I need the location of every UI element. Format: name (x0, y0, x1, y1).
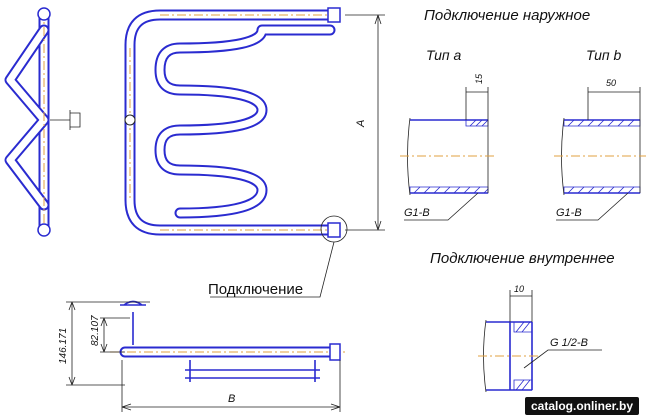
dim-B-line (121, 360, 341, 412)
dim-82-label: 82.107 (90, 315, 101, 346)
bottom-view-holder (120, 300, 146, 345)
side-view-bottom-flange (37, 223, 51, 237)
type-b-dim-50: 50 (606, 78, 616, 88)
connection-leader (210, 241, 335, 298)
front-view-mount (124, 114, 136, 126)
external-connection-title: Подключение наружное (424, 7, 590, 24)
internal-dim-10: 10 (514, 284, 524, 294)
front-view-top-outlet (327, 7, 341, 23)
type-b-leader (556, 192, 629, 221)
type-b-detail (554, 87, 646, 221)
watermark: catalog.onliner.by (524, 397, 639, 415)
type-b-thread-label: G1-B (556, 207, 582, 219)
front-view (124, 7, 385, 243)
bottom-view (66, 300, 345, 412)
front-view-bottom-outlet (327, 222, 341, 238)
connection-label: Подключение (208, 281, 303, 298)
internal-leader (523, 349, 602, 369)
type-a-label: Тип а (426, 47, 461, 63)
bottom-view-bar (185, 360, 320, 382)
bottom-view-outlet (329, 343, 341, 361)
side-view-holder (50, 110, 81, 130)
side-view (4, 7, 81, 237)
type-a-leader (404, 192, 479, 221)
internal-thread-label: G 1/2-B (550, 337, 588, 349)
dim-A-label: A (355, 120, 367, 128)
dim-B-label: B (228, 393, 235, 405)
type-a-thread-label: G1-B (404, 207, 430, 219)
type-b-label: Тип b (586, 47, 621, 63)
type-a-detail (400, 87, 494, 221)
side-view-top-flange (37, 7, 51, 21)
type-a-dim-15: 15 (474, 73, 484, 84)
internal-detail (478, 290, 602, 393)
dim-146-label: 146.171 (58, 328, 69, 364)
internal-connection-title: Подключение внутреннее (430, 250, 615, 267)
